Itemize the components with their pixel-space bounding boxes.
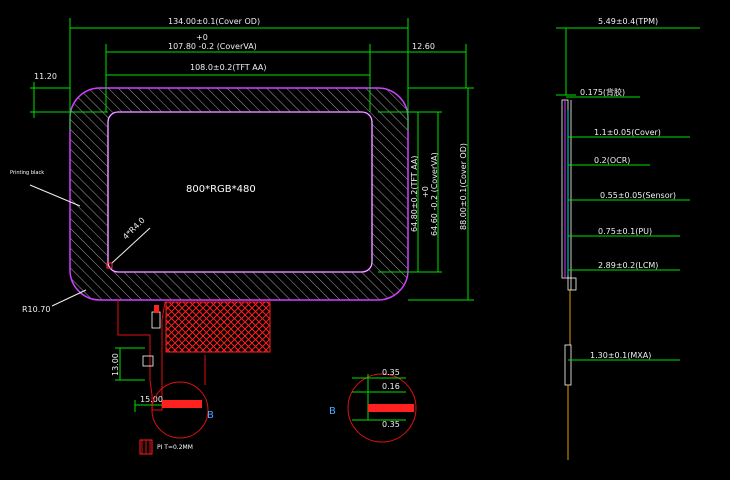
dim-top-margin: 11.20 [34,72,57,81]
stiffener-crosshatch [165,301,271,353]
detail-b-title: B [329,406,336,417]
stack-pu: 0.75±0.1(PU) [598,227,652,236]
detail-dim-016: 0.16 [382,382,400,391]
stack-adhesive: 0.175(背胶) [580,87,625,97]
tft-aa-outline [107,111,373,273]
dim-cover-od-width: 134.00±0.1(Cover OD) [168,17,260,26]
stack-lcm: 2.89±0.2(LCM) [598,261,658,270]
pitch-label: PI T=0.2MM [157,444,193,451]
stack-tpm: 5.49±0.4(TPM) [598,17,658,26]
dim-cover-od-height: 88.00±0.1(Cover OD) [459,143,468,230]
side-view [556,27,577,460]
resolution-text: 800*RGB*480 [186,184,256,195]
dim-cover-va-tol: +0 [196,33,208,42]
stack-sensor: 0.55±0.05(Sensor) [600,191,676,200]
printing-black-label: Printing black [10,170,44,176]
dim-tft-aa-height: 64.80±0.2(TFT AA) [410,155,419,232]
dim-cover-va-height: 64.60 -0.2 (CoverVA) [430,152,439,236]
corner-marker [106,262,113,269]
dim-cover-va-width: 107.80 -0.2 (CoverVA) [168,42,257,51]
diag-leader [111,227,151,264]
stack-ocr: 0.2(OCR) [594,156,630,165]
cover-outline [69,87,409,301]
gold-fingers [162,400,202,408]
dim-corner-radius: R10.70 [22,305,50,314]
dim-fpc-height: 13.00 [111,353,120,376]
detail-dim-035-top: 0.35 [382,368,400,377]
stack-mxa: 1.30±0.1(MXA) [590,351,651,360]
dim-right-margin: 12.60 [412,42,435,51]
detail-b-circle [151,381,209,439]
bezel-hatch [70,88,408,300]
detail-b-label: B [207,410,214,421]
detail-dim-035-bottom: 0.35 [382,420,400,429]
detail-gold-fingers [368,404,414,412]
dim-fpc-width: 15.00 [140,395,163,404]
dim-cover-va-height-tol: +0 [421,186,430,198]
detail-b-zoom-circle [347,373,417,443]
stack-cover: 1.1±0.05(Cover) [594,128,661,137]
dim-tft-aa-width: 108.0±0.2(TFT AA) [190,63,267,72]
